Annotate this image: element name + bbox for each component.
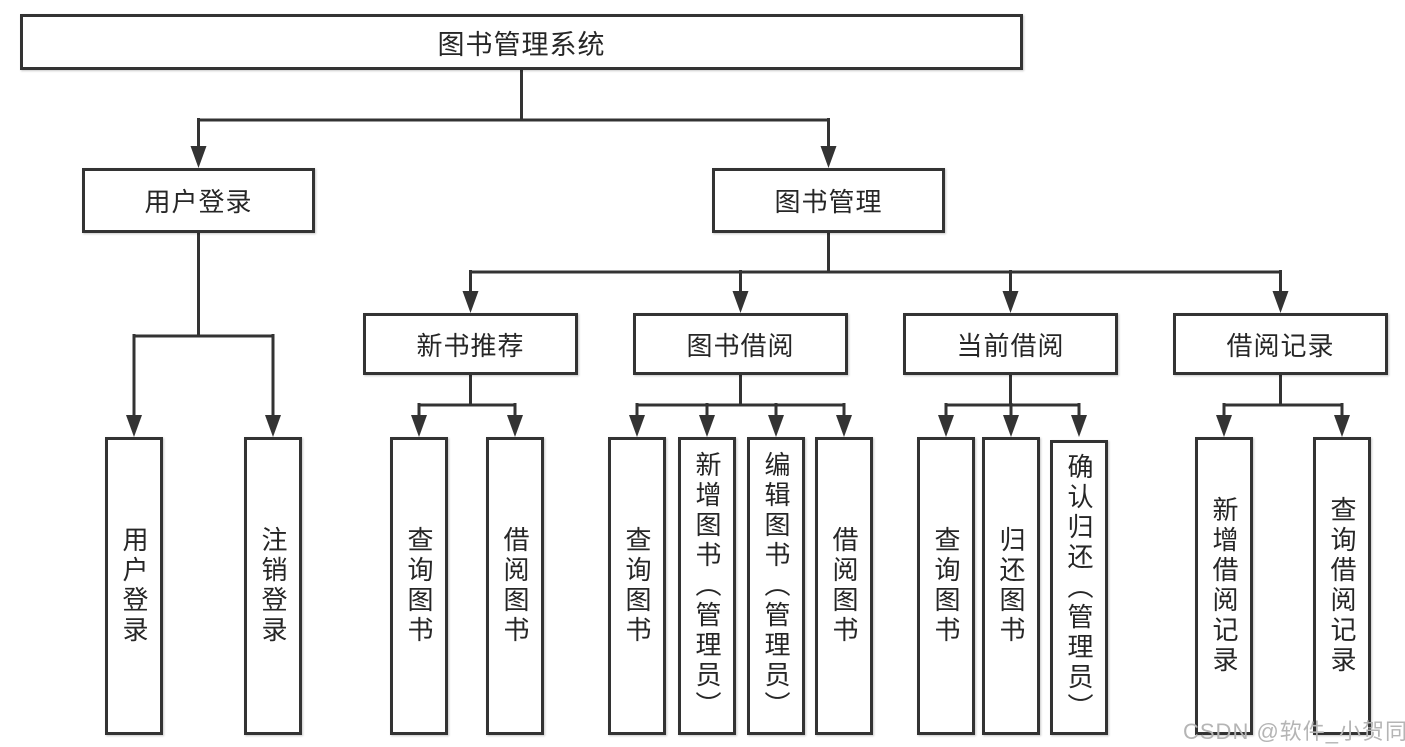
node-current-borrow: 当前借阅 <box>903 313 1118 375</box>
connector-book-management-to-level3 <box>462 233 1289 313</box>
leaf-bb-query-books: 查询图书 <box>608 437 666 735</box>
node-library-management-system: 图书管理系统 <box>20 14 1023 70</box>
leaf-bb-borrow-books: 借阅图书 <box>815 437 873 735</box>
node-book-borrow: 图书借阅 <box>633 313 848 375</box>
leaf-bb-edit-books-admin: 编辑图书（管理员） <box>747 437 805 735</box>
leaf-user-login: 用户登录 <box>105 437 163 735</box>
leaf-cb-return-books: 归还图书 <box>982 437 1040 735</box>
leaf-br-add-record: 新增借阅记录 <box>1195 437 1253 735</box>
connector-borrow-records-to-leaves <box>1216 375 1350 437</box>
leaf-nbr-query-books: 查询图书 <box>390 437 448 735</box>
node-new-book-recommend: 新书推荐 <box>363 313 578 375</box>
node-borrow-records: 借阅记录 <box>1173 313 1388 375</box>
connector-book-borrow-to-leaves <box>629 375 852 437</box>
connector-new-book-recommend-to-leaves <box>411 375 523 437</box>
leaf-nbr-borrow-books: 借阅图书 <box>486 437 544 735</box>
node-user-login: 用户登录 <box>82 168 315 233</box>
node-book-management: 图书管理 <box>712 168 945 233</box>
csdn-watermark: CSDN @软件_小贺同学 <box>1183 719 1405 744</box>
connector-user-login-to-leaves <box>126 233 281 437</box>
connector-current-borrow-to-leaves <box>938 375 1087 437</box>
leaf-cb-query-books: 查询图书 <box>917 437 975 735</box>
leaf-cb-confirm-return-admin: 确认归还（管理员） <box>1050 440 1108 735</box>
leaf-logout: 注销登录 <box>244 437 302 735</box>
connector-root-to-level2 <box>190 70 837 168</box>
leaf-bb-add-books-admin: 新增图书（管理员） <box>678 437 736 735</box>
leaf-br-query-record: 查询借阅记录 <box>1313 437 1371 735</box>
